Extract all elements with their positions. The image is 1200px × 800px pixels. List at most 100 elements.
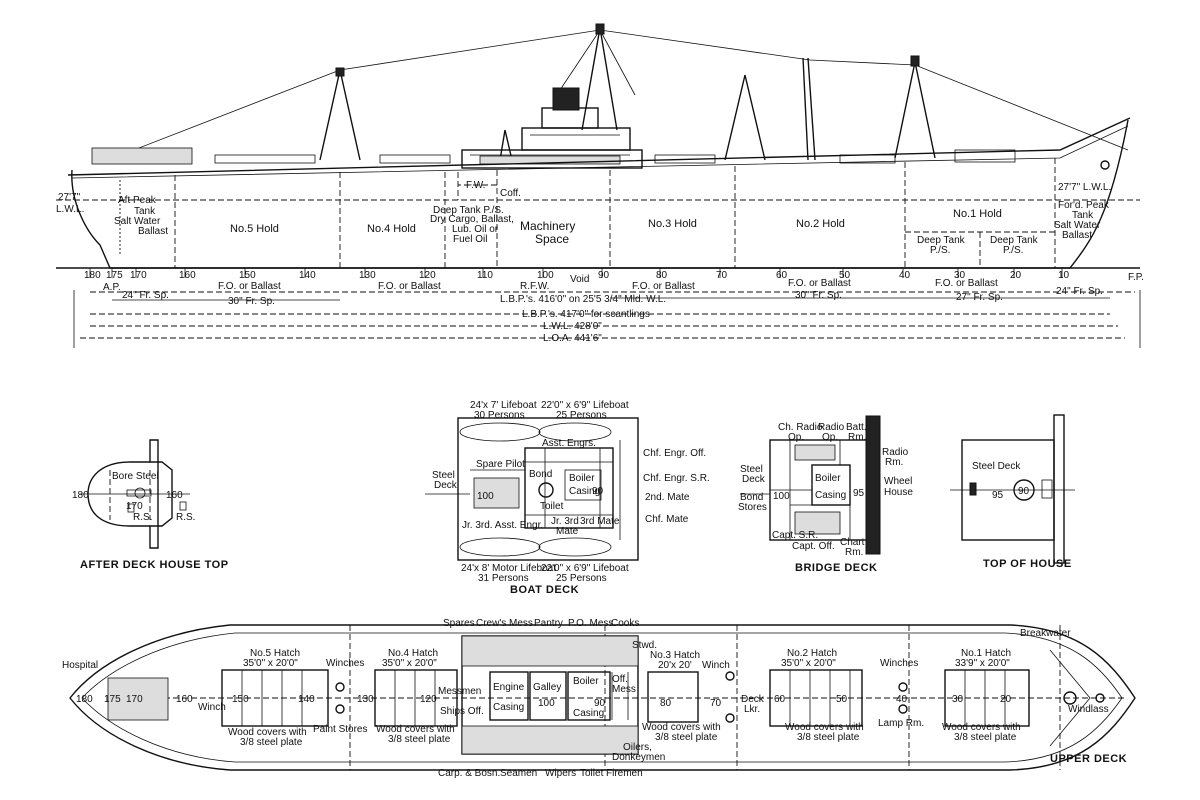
mate-label: Mate — [556, 526, 579, 537]
hospital-label: Hospital — [62, 660, 98, 671]
boat-deck: 24'x 7' Lifeboat 30 Persons 22'0" x 6'9"… — [425, 400, 710, 596]
bridge-deck: Ch. Radio Op. Radio Op. Batt. Rm. Radio … — [738, 416, 913, 574]
bridge-steel-deck-2: Deck — [742, 474, 766, 485]
hold-no5-label: No.5 Hold — [230, 223, 279, 235]
wood-covers-a-2: 3/8 steel plate — [240, 737, 303, 748]
seamen-label: Seamen — [500, 768, 537, 779]
frame-spacing-27: 27" Fr. Sp. — [956, 292, 1003, 303]
frame-spacing-24-aft: 24" Fr. Sp. — [122, 290, 169, 301]
lwl-length: L.W.L. 428'0" — [543, 321, 602, 332]
engine-casing-1: Engine — [493, 682, 525, 693]
aft-perpendicular: A.P. — [103, 282, 121, 293]
spares-label: Spares — [443, 618, 475, 629]
ud-frame-130: 130 — [357, 694, 374, 705]
batt-rm-2: Rm. — [848, 432, 866, 443]
bridge-deck-caption: BRIDGE DECK — [795, 562, 878, 574]
radio-rm-2: Rm. — [885, 457, 903, 468]
fwd-perpendicular: F.P. — [1128, 272, 1144, 283]
upper-deck-caption: UPPER DECK — [1050, 753, 1127, 765]
off-mess-2: Mess — [612, 684, 636, 695]
ud-frame-20: 20 — [1000, 694, 1012, 705]
carp-bosn-label: Carp. & Bosn. — [438, 768, 500, 779]
deck-lkr-2: Lkr. — [744, 704, 760, 715]
frame-175: 175 — [106, 270, 123, 281]
frame-80: 80 — [656, 270, 668, 281]
ud-frame-150: 150 — [232, 694, 249, 705]
fwd-ballast-label: Ballast — [1062, 230, 1092, 241]
deep-tank-fwd-2: P./S. — [1003, 245, 1023, 256]
hold-no2-label: No.2 Hold — [796, 218, 845, 230]
double-bottom-fo-1: F.O. or Ballast — [218, 281, 281, 292]
bridge-frame-95: 95 — [853, 488, 865, 499]
chart-rm-2: Rm. — [845, 547, 863, 558]
aft-peak-label: Aft Peak — [118, 195, 157, 206]
ud-frame-90: 90 — [594, 698, 606, 709]
engine-casing-2: Casing — [493, 702, 524, 713]
ud-frame-140: 140 — [298, 694, 315, 705]
lwl-right: 27'7" L.W.L. — [1058, 182, 1111, 193]
adh-frame-160: 160 — [166, 490, 183, 501]
double-bottom-void: Void — [570, 274, 589, 285]
wood-covers-e-2: 3/8 steel plate — [954, 732, 1017, 743]
frame-130: 130 — [359, 270, 376, 281]
boat-deck-caption: BOAT DECK — [510, 584, 579, 596]
oilers-label-2: Donkeymen — [612, 752, 665, 763]
double-bottom-fo-3: F.O. or Ballast — [632, 281, 695, 292]
frame-140: 140 — [299, 270, 316, 281]
lamp-rm-label: Lamp Rm. — [878, 718, 924, 729]
cofferdam-label: Coff. — [500, 188, 521, 199]
ud-frame-180: 180 — [76, 694, 93, 705]
pantry-label: Pantry — [534, 618, 563, 629]
ud-frame-50: 50 — [836, 694, 848, 705]
breakwater-label: Breakwater — [1020, 628, 1071, 639]
profile-elevation: Aft Peak Tank Salt Water Ballast 27'7" L… — [56, 24, 1144, 348]
hull-outline — [56, 118, 1140, 268]
upper-deck-plan: Hospital 180 175 170 160 Winch No.5 Hatc… — [62, 618, 1135, 779]
jr-3rd-asst-engr-label: Jr. 3rd. Asst. Engr. — [462, 520, 543, 531]
winches-aft-label: Winches — [326, 658, 364, 669]
top-of-house: Steel Deck 95 90 TOP OF HOUSE — [950, 415, 1075, 570]
machinery-label-1: Machinery — [520, 219, 575, 233]
winch-aft-label: Winch — [198, 702, 226, 713]
hatch-no3-label-2: 20'x 20' — [658, 660, 692, 671]
frame-110: 110 — [477, 270, 493, 281]
lwl-left-top: 27'7" — [58, 192, 81, 203]
lifeboat-br-2: 25 Persons — [556, 573, 607, 584]
lbp-scantlings: L.B.P.'s. 417'0" for scantlings — [522, 309, 650, 320]
wheel-house-1: Wheel — [884, 476, 912, 487]
toilet-label-ud: Toilet — [580, 768, 604, 779]
mast-aft — [320, 68, 360, 160]
wheel-house-2: House — [884, 487, 913, 498]
boat-frame-100: 100 — [477, 491, 494, 502]
bore-steel-label: Bore Steel — [112, 471, 159, 482]
top-steel-deck-label: Steel Deck — [972, 461, 1021, 472]
aft-ballast-label: Ballast — [138, 226, 168, 237]
frame-90: 90 — [598, 270, 610, 281]
mast-king-post-aft — [500, 130, 512, 160]
frame-spacing-30-aft: 30" Fr. Sp. — [228, 296, 275, 307]
boiler-casing-1: Boiler — [569, 473, 595, 484]
windlass-label: Windlass — [1068, 704, 1109, 715]
after-deck-house-caption: AFTER DECK HOUSE TOP — [80, 559, 229, 571]
hold-no3-label: No.3 Hold — [648, 218, 697, 230]
hatch-no2-label-2: 35'0" x 20'0" — [781, 658, 836, 669]
ud-frame-60: 60 — [774, 694, 786, 705]
adh-rs-2: R.S. — [176, 512, 195, 523]
wood-covers-b-2: 3/8 steel plate — [388, 734, 451, 745]
bridge-boiler-1: Boiler — [815, 473, 841, 484]
radio-op-2: Op. — [822, 432, 838, 443]
crews-mess-label: Crew's Mess — [476, 618, 533, 629]
bond-stores-2: Stores — [738, 502, 767, 513]
frame-60: 60 — [776, 270, 788, 281]
frame-100: 100 — [537, 270, 554, 281]
capt-sr-label: Capt. S.R. — [772, 530, 818, 541]
frame-spacing-24-fwd: 24" Fr. Sp. — [1056, 286, 1103, 297]
central-deckhouse — [462, 636, 638, 754]
hold-no4-label: No.4 Hold — [367, 223, 416, 235]
ud-frame-170: 170 — [126, 694, 143, 705]
winches-fwd-label: Winches — [880, 658, 918, 669]
chf-engr-sr-label: Chf. Engr. S.R. — [643, 473, 710, 484]
chf-mate-label: Chf. Mate — [645, 514, 689, 525]
top-frame-95: 95 — [992, 490, 1004, 501]
cooks-label: Cooks — [611, 618, 639, 629]
